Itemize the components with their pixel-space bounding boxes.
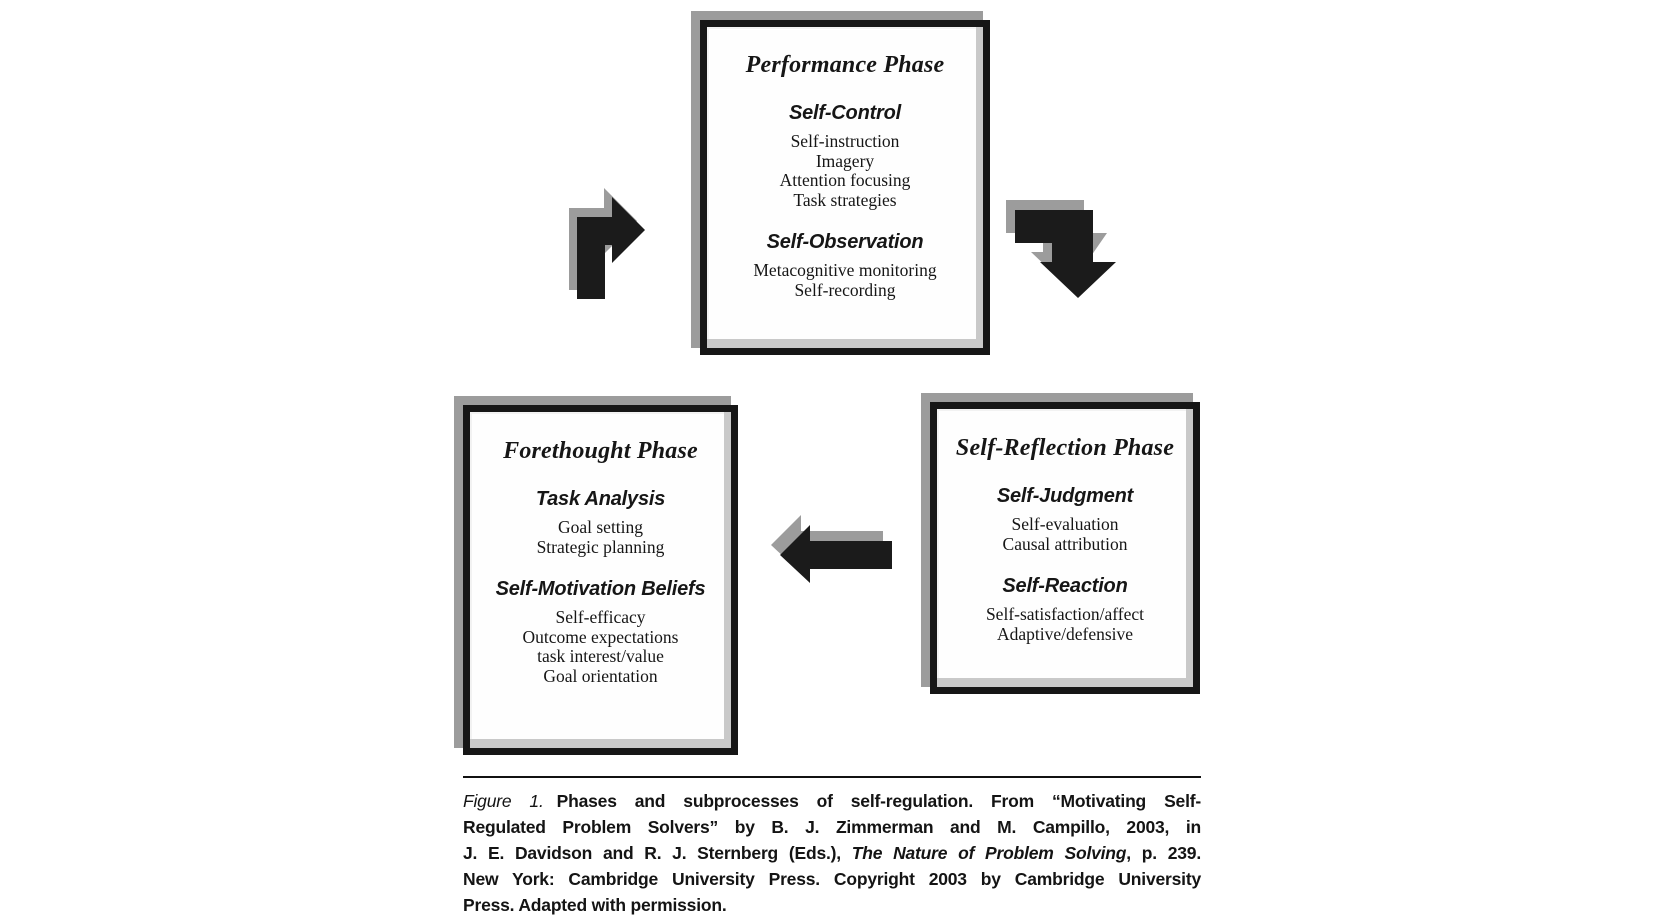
straight-left-arrow — [771, 515, 892, 583]
list-item: task interest/value — [537, 646, 664, 666]
list-item: Metacognitive monitoring — [753, 260, 937, 280]
caption-line: New York: Cambridge University Press. Co… — [463, 869, 1201, 889]
book-title-italic: The Nature of Problem Solving — [851, 843, 1127, 863]
arrow-body — [1015, 210, 1116, 298]
self-control-heading: Self-Control — [788, 102, 902, 124]
list-item: Causal attribution — [1002, 533, 1128, 554]
caption-text: Phases and subprocesses of self-regulati… — [556, 791, 1202, 811]
list-item: Self-evaluation — [1011, 514, 1119, 534]
figure-caption: Figure 1. Phases and subprocesses of self… — [463, 788, 1201, 918]
list-item: Self-instruction — [790, 131, 900, 151]
list-item: Goal setting — [557, 517, 644, 537]
list-item: Strategic planning — [536, 536, 665, 557]
list-item: Self-efficacy — [555, 607, 646, 627]
performance-phase-title: Performance Phase — [745, 52, 945, 78]
self-reaction-heading: Self-Reaction — [1002, 575, 1128, 597]
self-judgment-heading: Self-Judgment — [996, 485, 1134, 507]
caption-line: Regulated Problem Solvers” by B. J. Zimm… — [463, 817, 1201, 837]
self-reflection-phase-box: Self-Reflection Phase Self-Judgment Self… — [930, 402, 1200, 694]
caption-line: Press. Adapted with permission. — [463, 895, 727, 915]
forethought-phase-title: Forethought Phase — [503, 438, 698, 464]
list-item: Adaptive/defensive — [996, 623, 1134, 644]
list-item: Outcome expectations — [522, 626, 679, 647]
caption-text: J. E. Davidson and R. J. Sternberg (Eds.… — [463, 843, 852, 863]
performance-phase-box: Performance Phase Self-Control Self-inst… — [700, 20, 990, 355]
self-reflection-phase-title: Self-Reflection Phase — [955, 435, 1175, 461]
list-item: Task strategies — [793, 189, 897, 210]
elbow-up-right-arrow — [569, 188, 645, 299]
caption-line: Figure 1. Phases and subprocesses of self… — [463, 788, 1201, 814]
elbow-down-right-arrow — [1006, 200, 1116, 298]
forethought-phase-box: Forethought Phase Task Analysis Goal set… — [463, 405, 738, 755]
list-item: Self-recording — [794, 279, 896, 300]
list-item: Attention focusing — [779, 170, 911, 190]
list-item: Goal orientation — [543, 665, 658, 686]
task-analysis-heading: Task Analysis — [535, 488, 666, 510]
caption-text: , p. 239. — [1126, 843, 1201, 863]
arrow-body — [780, 525, 892, 583]
self-observation-heading: Self-Observation — [766, 231, 924, 253]
list-item: Imagery — [815, 150, 875, 171]
self-motivation-beliefs-heading: Self-Motivation Beliefs — [495, 578, 706, 600]
figure-number-label: Figure 1. — [463, 791, 544, 811]
caption-line: J. E. Davidson and R. J. Sternberg (Eds.… — [463, 840, 1201, 866]
list-item: Self-satisfaction/affect — [985, 604, 1145, 624]
caption-divider-rule — [463, 776, 1201, 778]
arrow-body — [577, 197, 645, 299]
